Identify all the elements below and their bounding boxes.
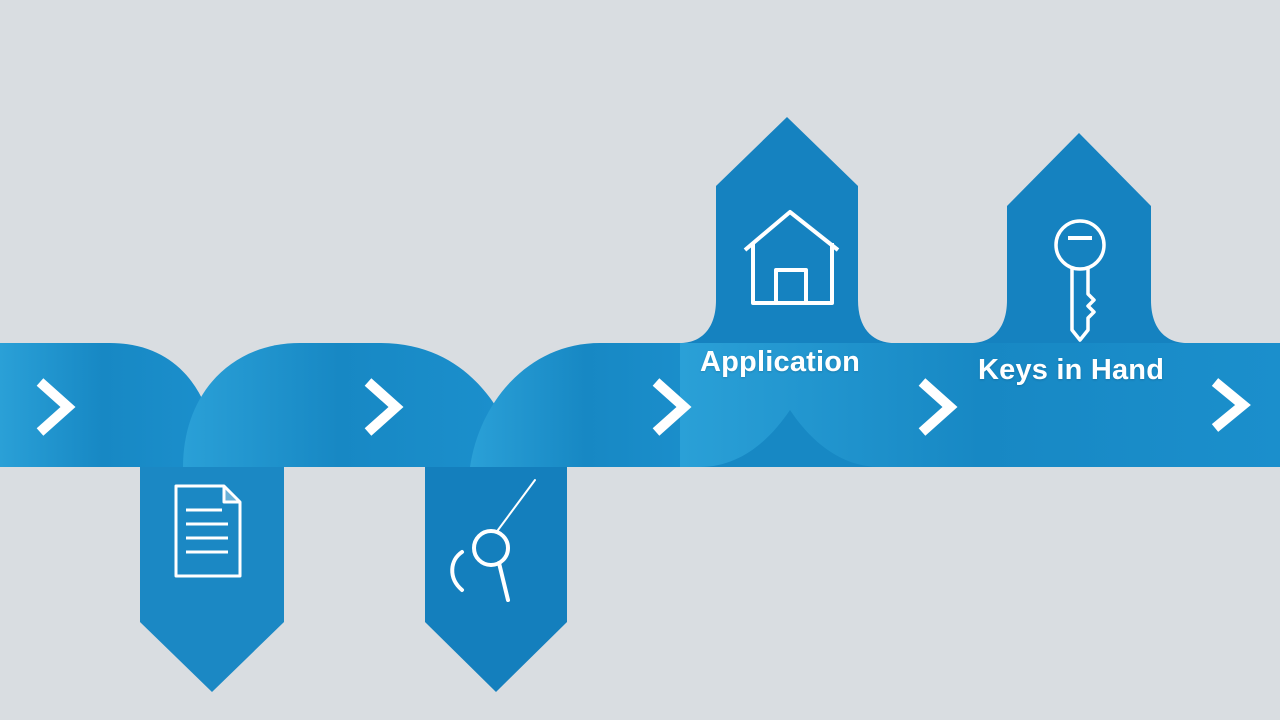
- down-arrow-document: [140, 467, 284, 692]
- magnifier-icon: [450, 479, 536, 602]
- chevron-right-icon: [652, 378, 692, 436]
- house-icon: [743, 210, 840, 305]
- chevron-right-icon: [918, 378, 958, 436]
- down-arrow-search: [425, 467, 567, 692]
- document-icon: [174, 484, 242, 578]
- chevron-right-icon: [36, 378, 76, 436]
- step-label-keys: Keys in Hand: [978, 354, 1165, 386]
- key-icon: [1054, 219, 1106, 342]
- up-arrow-application: [716, 117, 858, 343]
- step-label-application: Application: [700, 346, 861, 378]
- chevron-right-icon: [1211, 378, 1251, 432]
- chevron-right-icon: [364, 378, 404, 436]
- process-band: [0, 343, 1280, 467]
